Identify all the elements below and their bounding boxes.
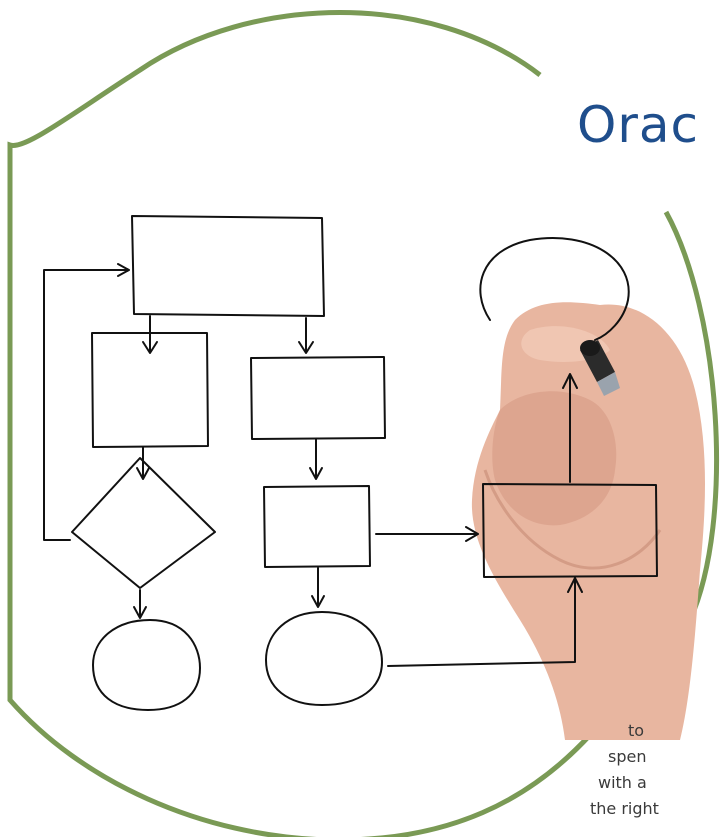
flow-connector (387, 577, 583, 667)
flow-oval-left (92, 619, 201, 711)
slide-title: Orac (577, 96, 700, 154)
flow-box-left (91, 332, 209, 448)
flow-box-right (250, 356, 386, 440)
body-text-line: spen (608, 747, 647, 766)
flow-arrow (133, 589, 147, 619)
body-text-line: to (628, 721, 645, 740)
flow-arrow (136, 446, 150, 480)
flow-loop-line (43, 263, 130, 541)
flow-arrow (562, 373, 578, 483)
flow-arrow (375, 526, 479, 542)
hand-illustration (471, 302, 705, 740)
flowchart (43, 215, 658, 711)
body-text-fragment: to spen with a the right (590, 718, 724, 822)
circle-outline (7, 10, 592, 837)
flow-oval-right (265, 611, 383, 706)
flow-box-small (263, 485, 371, 568)
flow-arrow (298, 317, 314, 354)
flow-box-large (482, 483, 658, 578)
flow-arrow (311, 567, 325, 608)
flow-arrow (142, 315, 158, 354)
body-text-line: with a (598, 773, 647, 792)
flow-decision-diamond (71, 457, 216, 589)
flow-box-top (131, 215, 325, 317)
flow-loop-open (479, 237, 630, 341)
flow-arrow (309, 438, 323, 480)
body-text-line: the right (590, 799, 659, 818)
